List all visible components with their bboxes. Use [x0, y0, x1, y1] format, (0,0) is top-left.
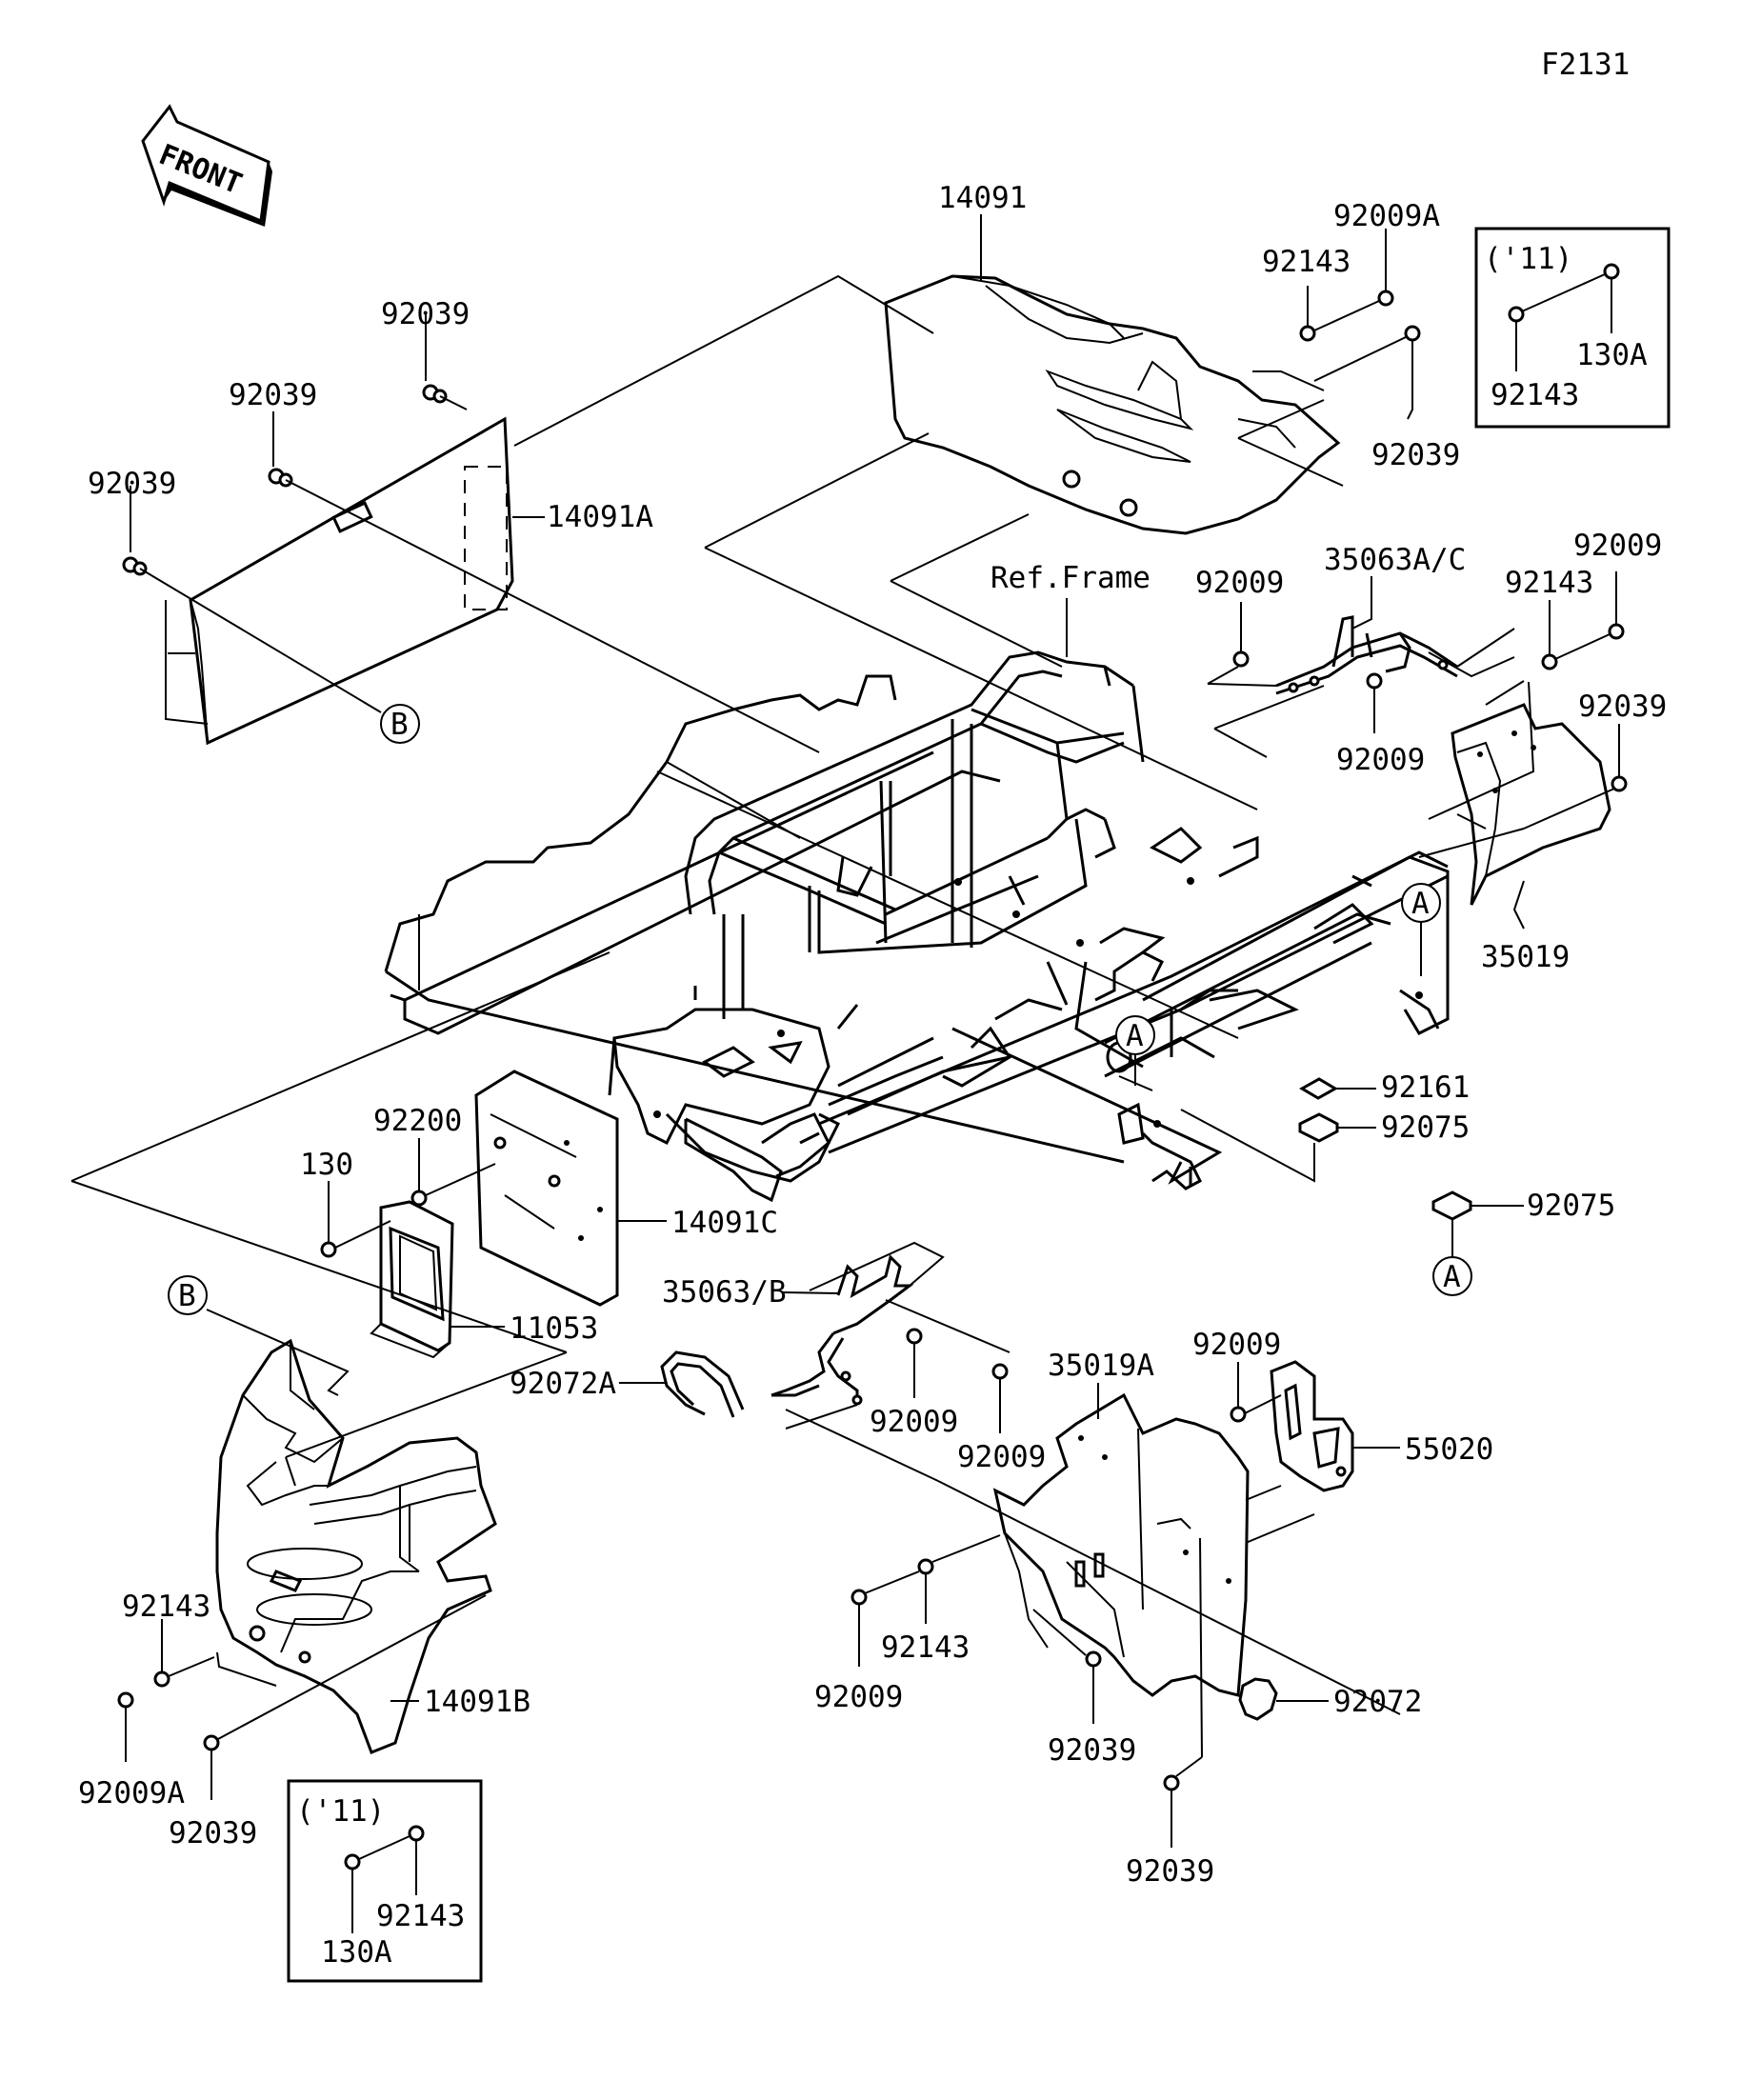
part-label-92009a: 92009A — [1333, 199, 1440, 233]
inset-part: 130A — [321, 1935, 392, 1970]
washer-92143-icon — [153, 1670, 170, 1688]
callout-a-label: A — [1443, 1260, 1461, 1294]
part-label-92072: 92072 — [1333, 1685, 1422, 1719]
fastener-92039-icon — [203, 1734, 220, 1751]
bracket-35063b — [770, 1254, 914, 1406]
part-label-92009: 92009 — [957, 1440, 1046, 1474]
part-label-92161: 92161 — [1381, 1070, 1470, 1105]
part-label-92039: 92039 — [1371, 438, 1460, 472]
part-label-92143: 92143 — [1505, 566, 1593, 600]
washer-92200-icon — [410, 1190, 428, 1207]
panel-14091a — [189, 416, 514, 746]
part-label-92039: 92039 — [1126, 1854, 1214, 1889]
fastener-92039-icon — [122, 384, 448, 576]
part-label-35063b: 35063/B — [662, 1275, 787, 1310]
washer-92143-icon — [917, 1558, 934, 1575]
inset-year: ('11) — [296, 1794, 385, 1829]
inset-part: 92143 — [376, 1899, 465, 1933]
figure-id: F2131 — [1541, 48, 1630, 82]
front-arrow-icon: FRONT — [141, 104, 272, 227]
fastener-92039-icon — [1611, 775, 1628, 792]
fastener-92039-icon — [1163, 1774, 1180, 1791]
bolt-92009a-icon — [1377, 290, 1394, 307]
callout-b-label: B — [390, 708, 409, 742]
callout-b — [168, 1275, 208, 1315]
bracket-55020 — [1270, 1360, 1354, 1492]
part-label-92200: 92200 — [373, 1104, 462, 1138]
bolt-92009-icon — [850, 1589, 868, 1606]
part-label-92143: 92143 — [881, 1630, 970, 1665]
part-label-92009: 92009 — [814, 1680, 903, 1714]
part-label-35019: 35019 — [1481, 940, 1570, 974]
callout-a — [1432, 1256, 1472, 1296]
inset-2011-bottom — [287, 1779, 483, 1983]
pad-92075-icon — [1298, 1112, 1339, 1143]
callout-a-label: A — [1126, 1019, 1144, 1053]
part-label-35063ac: 35063A/C — [1324, 543, 1466, 577]
part-label-14091a: 14091A — [547, 500, 653, 534]
callout-a-label: A — [1411, 887, 1430, 921]
bolt-92009a-icon — [117, 1691, 134, 1709]
bolt-92009-icon — [991, 1363, 1009, 1380]
callout-b-label: B — [178, 1279, 196, 1313]
part-label-92009: 92009 — [1192, 1328, 1281, 1362]
pad-92161-icon — [1298, 1077, 1339, 1100]
part-label-92009: 92009 — [1336, 743, 1425, 777]
part-label-14091c: 14091C — [671, 1206, 778, 1240]
inset-part: 130A — [1576, 338, 1648, 372]
panel-35019a — [992, 1392, 1250, 1697]
part-label-92039: 92039 — [1578, 690, 1667, 724]
pad-92075-icon — [1431, 1190, 1472, 1221]
ref-frame-label: Ref.Frame — [991, 561, 1151, 595]
part-label-14091b: 14091B — [424, 1685, 530, 1719]
part-label-92009: 92009 — [870, 1405, 958, 1439]
cover-14091b — [215, 1338, 497, 1754]
clip-92072-icon — [1238, 1677, 1278, 1721]
part-label-92072a: 92072A — [510, 1367, 616, 1401]
part-label-92009: 92009 — [1573, 529, 1662, 563]
fastener-92039-icon — [1085, 1650, 1102, 1668]
callout-b — [380, 704, 420, 744]
part-label-55020: 55020 — [1405, 1432, 1493, 1467]
part-label-11053: 11053 — [510, 1311, 598, 1346]
part-label-130: 130 — [300, 1148, 353, 1182]
part-label-92075: 92075 — [1381, 1110, 1470, 1145]
part-label-92039: 92039 — [381, 297, 470, 331]
panel-35019 — [1451, 703, 1611, 906]
bolt-92009-icon — [1232, 650, 1250, 668]
part-label-92009a: 92009A — [78, 1776, 185, 1810]
bolt-92009-icon — [1366, 672, 1383, 690]
bolt-92009-icon — [1608, 623, 1625, 640]
frame-assembly — [384, 650, 1450, 1203]
bolt-92009-icon — [1230, 1406, 1247, 1423]
plate-14091c — [474, 1070, 619, 1307]
part-label-92039: 92039 — [169, 1816, 257, 1850]
inset-year: ('11) — [1484, 242, 1572, 276]
cover-14091 — [884, 274, 1341, 535]
bolt-130-icon — [320, 1241, 337, 1258]
washer-92143-icon — [1299, 325, 1316, 342]
part-label-92039: 92039 — [229, 378, 317, 412]
part-label-35019a: 35019A — [1048, 1349, 1154, 1383]
part-label-92039: 92039 — [1048, 1733, 1136, 1768]
bolt-92009-icon — [906, 1328, 923, 1345]
fastener-92039-icon — [1404, 325, 1421, 342]
inset-2011-top — [1474, 227, 1671, 429]
part-label-92039: 92039 — [88, 467, 176, 501]
part-label-14091: 14091 — [938, 181, 1027, 215]
strap-92072a-icon — [660, 1350, 745, 1416]
bracket-35063ac — [1275, 615, 1458, 695]
part-label-92143: 92143 — [122, 1590, 210, 1624]
part-label-92009: 92009 — [1195, 566, 1284, 600]
bracket-11053 — [370, 1200, 454, 1359]
part-label-92075: 92075 — [1527, 1189, 1615, 1223]
part-label-92143: 92143 — [1262, 245, 1351, 279]
inset-part: 92143 — [1491, 378, 1579, 412]
washer-92143-icon — [1541, 653, 1558, 670]
